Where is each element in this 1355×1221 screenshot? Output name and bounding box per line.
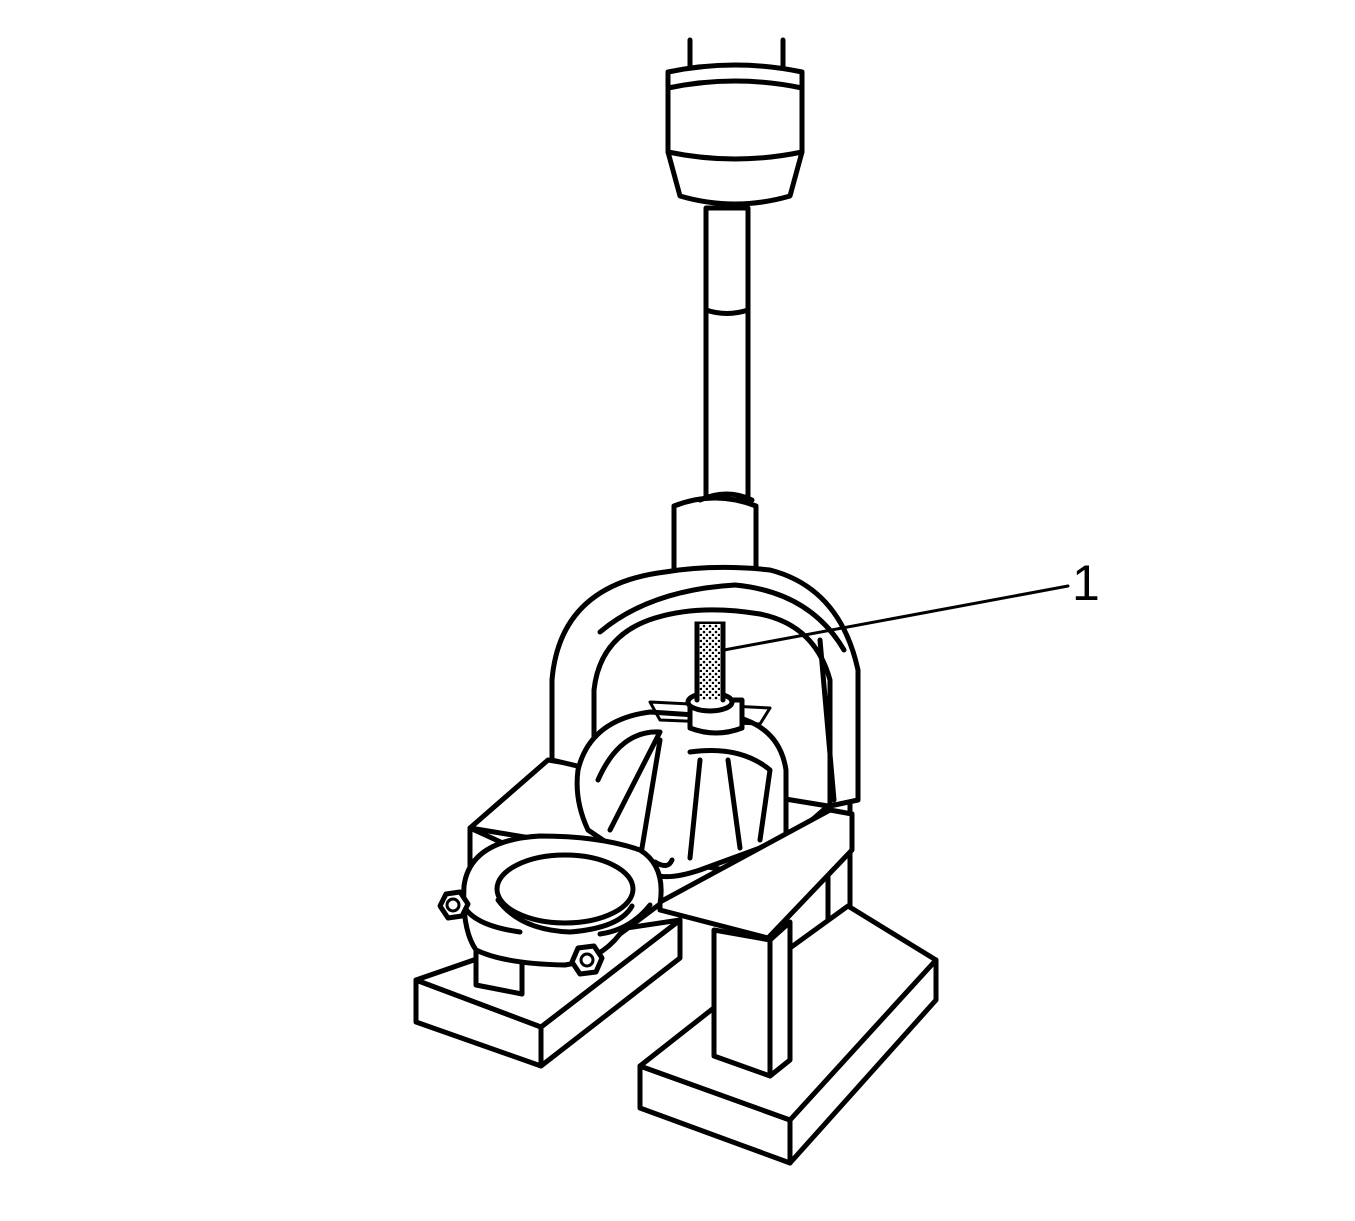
press-adapter-rod (671, 205, 759, 584)
connecting-rod (574, 700, 789, 880)
callout-label: 1 (1072, 555, 1100, 611)
piston-pin (685, 621, 745, 736)
callout-leader-line (722, 584, 1070, 652)
press-ram (665, 37, 805, 207)
callout-1: 1 (722, 555, 1100, 652)
front-support-leg (473, 807, 855, 1079)
rod-bearing-cap (459, 833, 664, 968)
cap-nut-right (569, 943, 605, 977)
cap-nut-left (437, 889, 471, 921)
support-yoke (549, 564, 861, 809)
